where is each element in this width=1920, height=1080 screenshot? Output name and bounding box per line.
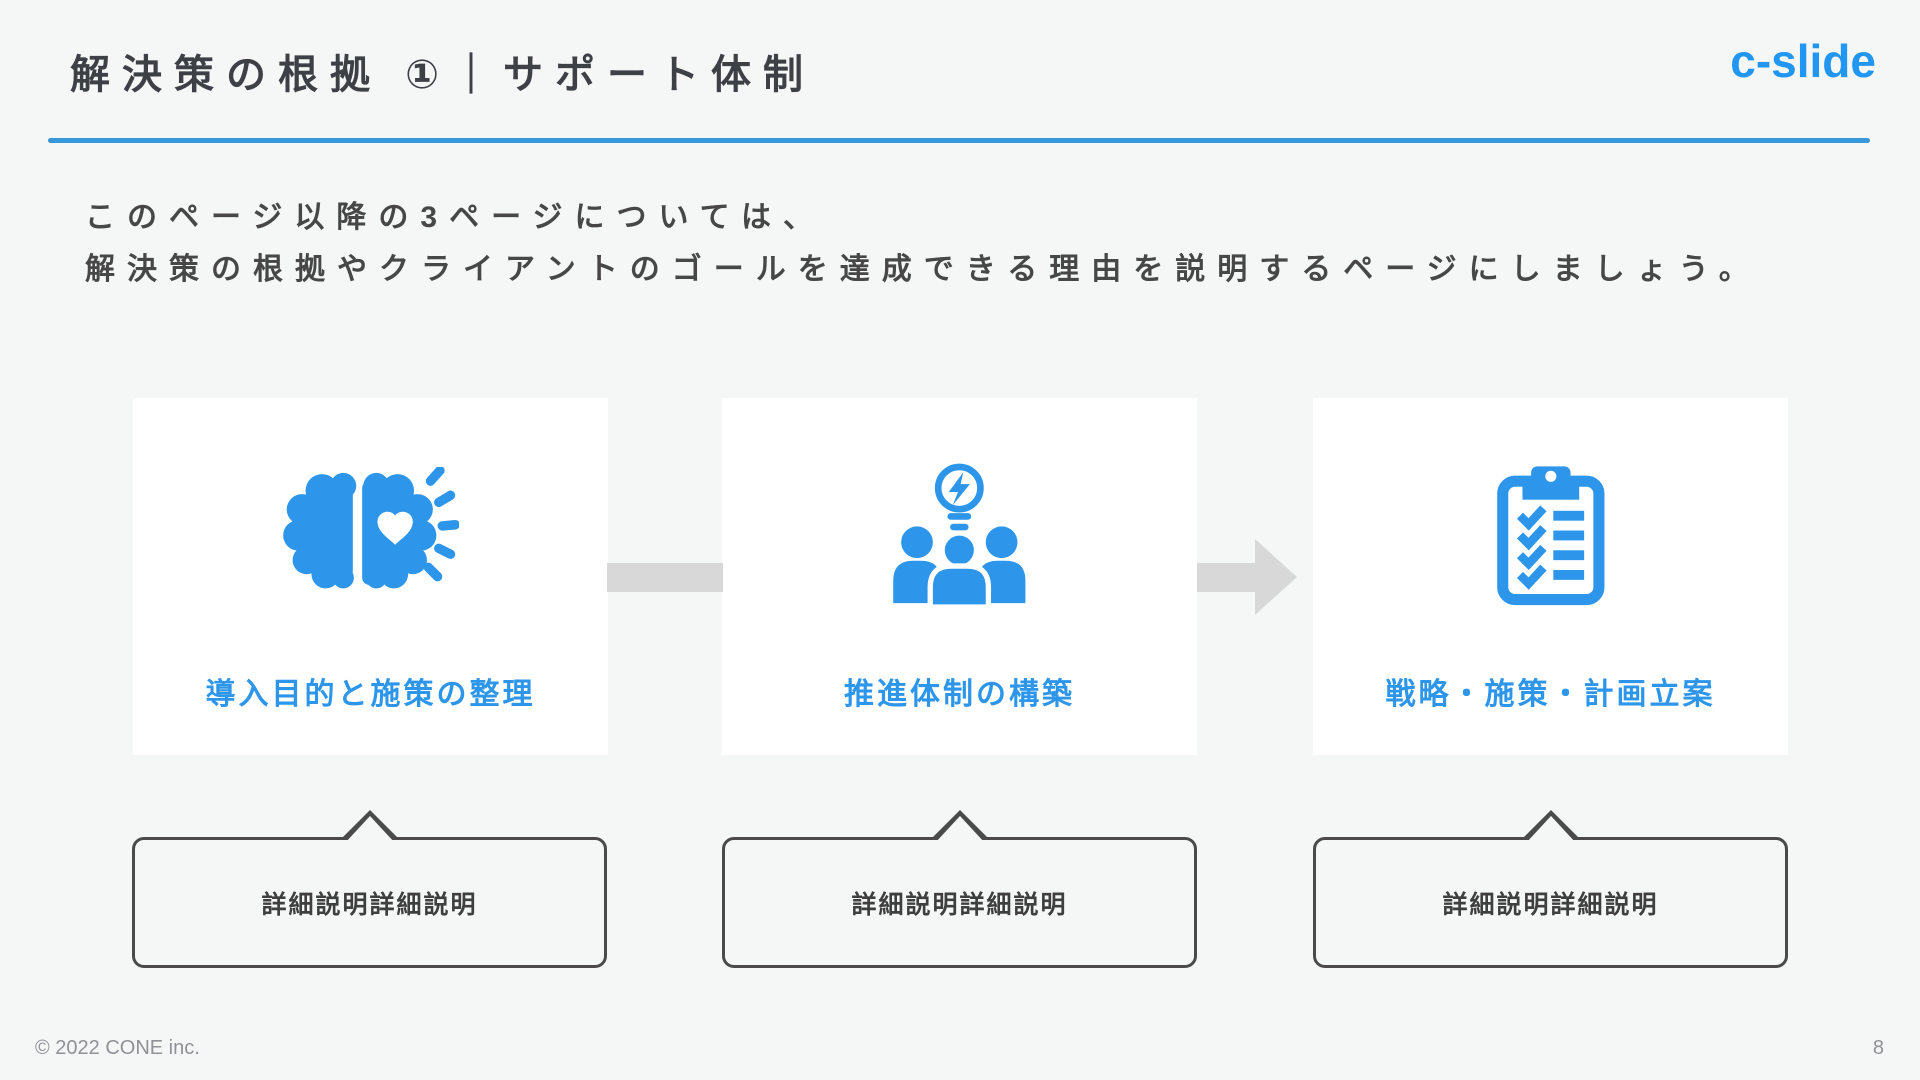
intro-text: このページ以降の3ページについては、 解決策の根拠やクライアントのゴールを達成で… — [85, 192, 1761, 296]
connector-bar-1 — [607, 563, 723, 592]
intro-line-2: 解決策の根拠やクライアントのゴールを達成できる理由を説明するページにしましょう。 — [85, 253, 1761, 286]
note-bubble-3: 詳細説明詳細説明 — [1313, 837, 1788, 968]
note-bubble-1: 詳細説明詳細説明 — [132, 837, 607, 968]
connector-arrow-2-head — [1255, 539, 1297, 615]
step-card-planning: 戦略・施策・計画立案 — [1313, 398, 1788, 755]
title-divider — [48, 138, 1870, 143]
page-title: 解決策の根拠 ①｜サポート体制 — [70, 53, 815, 97]
step-3-icon-box — [1483, 453, 1619, 613]
intro-line-1: このページ以降の3ページについては、 — [85, 201, 825, 234]
step-2-label: 推進体制の構築 — [844, 678, 1075, 711]
step-card-structure: 推進体制の構築 — [722, 398, 1197, 755]
step-card-purpose: 導入目的と施策の整理 — [133, 398, 608, 755]
note-text-3: 詳細説明詳細説明 — [1442, 890, 1659, 919]
brain-heart-icon — [283, 467, 459, 589]
step-2-icon-box — [880, 453, 1039, 613]
copyright-text: © 2022 CONE inc. — [35, 1037, 200, 1059]
step-3-label: 戦略・施策・計画立案 — [1385, 678, 1716, 711]
page-number: 8 — [1872, 1037, 1884, 1059]
note-text-2: 詳細説明詳細説明 — [851, 890, 1068, 919]
c-slide-logo: c-slide — [1730, 35, 1876, 87]
checklist-clipboard-icon — [1496, 466, 1605, 606]
step-1-label: 導入目的と施策の整理 — [205, 678, 536, 711]
step-1-icon-box — [282, 453, 459, 613]
connector-arrow-2-shaft — [1197, 563, 1255, 592]
note-bubble-2: 詳細説明詳細説明 — [722, 837, 1197, 968]
note-text-1: 詳細説明詳細説明 — [261, 890, 478, 919]
team-idea-icon — [893, 463, 1026, 610]
